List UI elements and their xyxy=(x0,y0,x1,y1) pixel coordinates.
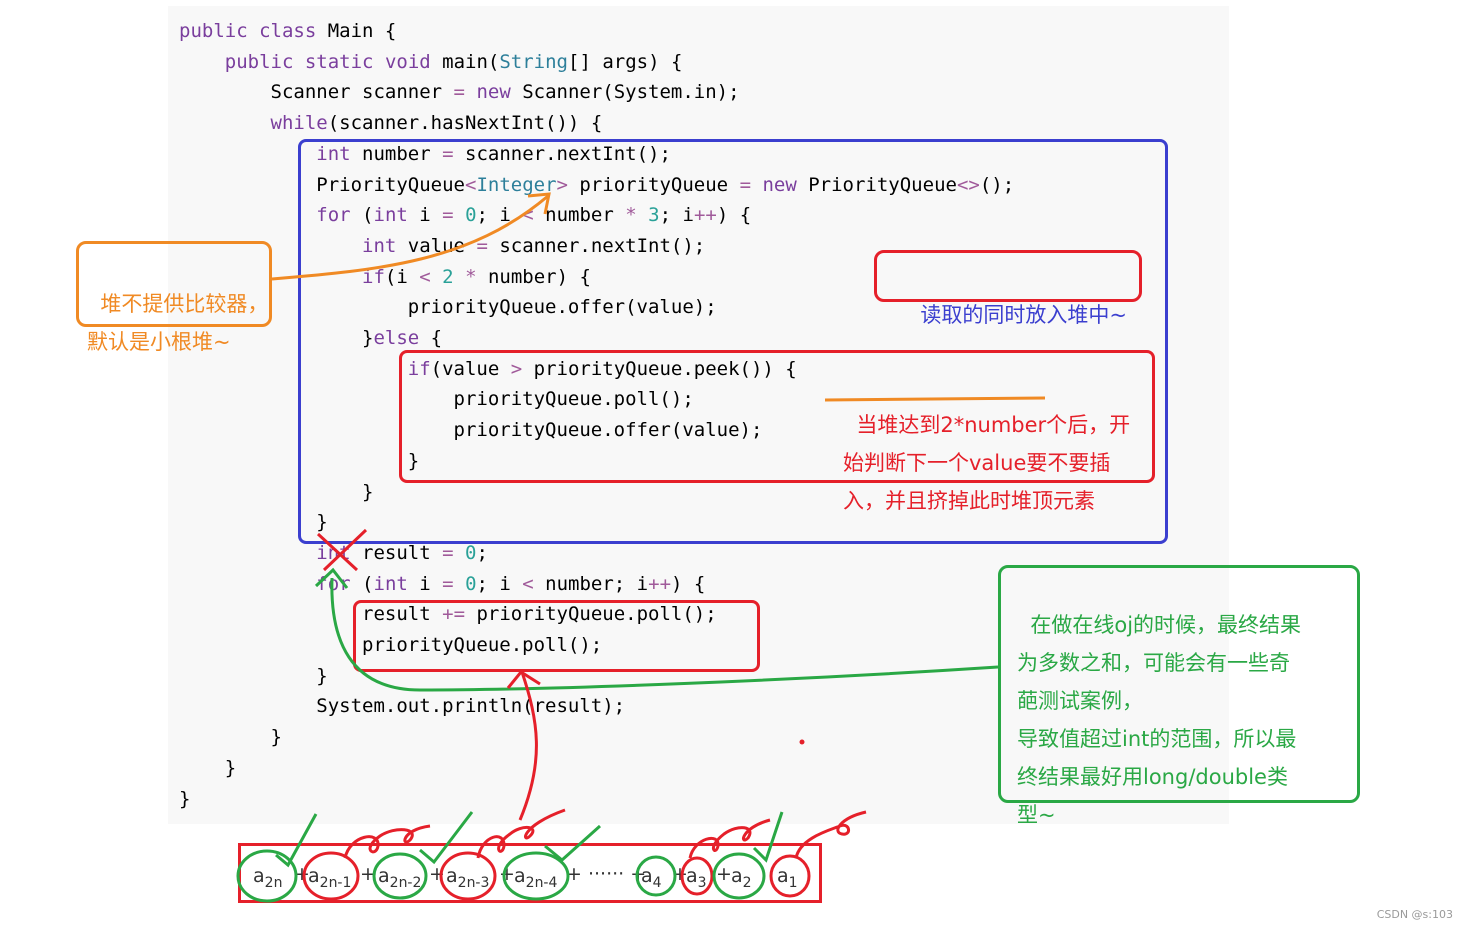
green-note-box: 在做在线oj的时候，最终结果 为多数之和，可能会有一些奇 葩测试案例， 导致值超… xyxy=(998,565,1360,827)
green-check-2 xyxy=(419,811,474,865)
code-line: priorityQueue.offer(value); xyxy=(179,419,763,442)
red-note-text: 当堆达到2*number个后，开 始判断下一个value要不要插 入，并且挤掉此… xyxy=(843,413,1131,513)
code-line: for (int i = 0; i < number; i++) { xyxy=(316,572,706,595)
formula-term: a1 xyxy=(777,865,798,891)
poll-highlight-box xyxy=(353,600,760,672)
red-loop-2 xyxy=(476,808,566,859)
blue-note-text: 读取的同时放入堆中~ xyxy=(920,303,1127,327)
green-note-text: 在做在线oj的时候，最终结果 为多数之和，可能会有一些奇 葩测试案例， 导致值超… xyxy=(1017,613,1302,827)
code-line: }else { xyxy=(179,327,443,349)
red-cross-mark xyxy=(316,528,368,572)
code-line: public class Main { xyxy=(179,20,397,42)
formula-plus: + xyxy=(716,863,732,885)
else-branch-highlight-box xyxy=(399,350,1155,483)
code-line: } xyxy=(179,726,282,749)
code-line: priorityQueue.offer(value); xyxy=(179,296,717,319)
red-underline xyxy=(824,396,1046,402)
green-check-3 xyxy=(544,824,602,862)
green-arrow xyxy=(330,577,999,692)
code-line: System.out.println(result); xyxy=(179,695,626,718)
code-line: } xyxy=(179,480,374,503)
green-circle-a4 xyxy=(635,855,677,897)
code-line: if(value > priorityQueue.peek()) { xyxy=(407,357,797,380)
red-circle-a2n-1 xyxy=(302,851,360,901)
code-line: priorityQueue.poll(); xyxy=(179,634,603,656)
code-line: PriorityQueue<Integer> priorityQueue = n… xyxy=(179,173,1015,196)
code-line: result += priorityQueue.poll(); xyxy=(179,603,717,626)
orange-note-text: 堆不提供比较器， 默认是小根堆~ xyxy=(87,292,269,354)
code-line: for (int i = 0; i < number * 3; i++) { xyxy=(316,204,752,227)
formula-term: a2 xyxy=(731,865,752,891)
red-circle-a3 xyxy=(680,856,714,896)
code-line: while(scanner.hasNextInt()) { xyxy=(270,112,603,135)
blue-note-box: 读取的同时放入堆中~ xyxy=(874,250,1142,327)
formula-term: a2n-3 xyxy=(446,865,490,891)
orange-note-box: 堆不提供比较器， 默认是小根堆~ xyxy=(76,241,272,354)
green-circle-a2n xyxy=(236,849,298,903)
green-circle-a2 xyxy=(712,852,766,900)
code-line: } xyxy=(179,756,237,779)
formula-term: a3 xyxy=(686,865,707,891)
code-line: } xyxy=(179,511,328,534)
watermark: CSDN @s:103 xyxy=(1376,908,1453,921)
while-body-highlight-box xyxy=(298,139,1168,544)
code-line: int number = scanner.nextInt(); xyxy=(316,142,671,165)
code-line: Scanner scanner = new Scanner(System.in)… xyxy=(179,81,740,104)
code-line: priorityQueue.poll(); xyxy=(179,388,694,411)
red-circle-a1 xyxy=(769,854,811,898)
red-arrowhead xyxy=(506,670,541,689)
code-panel xyxy=(168,6,1229,824)
orange-arrowhead xyxy=(527,192,551,215)
red-note: 当堆达到2*number个后，开 始判断下一个value要不要插 入，并且挤掉此… xyxy=(843,368,1143,513)
red-loop-1 xyxy=(343,824,431,859)
code-line: public static void main(String[] args) { xyxy=(224,50,683,73)
green-circle-a2n-2 xyxy=(372,852,428,900)
formula-term: a2n-1 xyxy=(308,865,352,891)
code-line: } xyxy=(179,449,420,472)
code-line: int result = 0; xyxy=(316,541,488,564)
formula-term: a2n-2 xyxy=(378,865,422,891)
green-check-4 xyxy=(752,811,784,863)
code-line: } xyxy=(179,787,191,810)
green-arrowhead xyxy=(314,567,349,589)
green-check-1 xyxy=(275,813,318,868)
formula-plus: + xyxy=(360,863,376,885)
red-loop-4 xyxy=(794,810,867,859)
code-line: if(i < 2 * number) { xyxy=(362,265,591,288)
red-arrow xyxy=(518,671,538,821)
green-circle-a2n-4 xyxy=(502,851,570,901)
red-circle-a2n-3 xyxy=(439,851,497,901)
formula-term: a2n-4 xyxy=(514,865,558,891)
orange-arrow xyxy=(271,194,549,281)
formula-term: a2n xyxy=(253,865,283,891)
red-dot xyxy=(799,739,805,745)
code-line: } xyxy=(179,664,328,687)
formula-term: a4 xyxy=(641,865,662,891)
red-loop-3 xyxy=(688,818,771,859)
